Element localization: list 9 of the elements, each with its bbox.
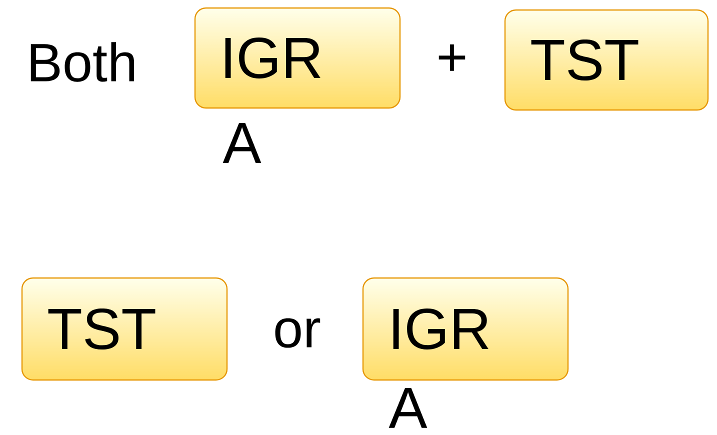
text-box: IGR	[194, 7, 401, 109]
text-box: TST	[504, 9, 709, 111]
label-text: +	[438, 44, 466, 71]
text-box: IGR	[362, 277, 569, 381]
caption-letter: A	[388, 388, 428, 428]
label-text: Both	[30, 42, 134, 82]
text-box: TST	[21, 277, 228, 381]
label-text: or	[275, 318, 320, 348]
caption-letter: A	[222, 123, 262, 163]
